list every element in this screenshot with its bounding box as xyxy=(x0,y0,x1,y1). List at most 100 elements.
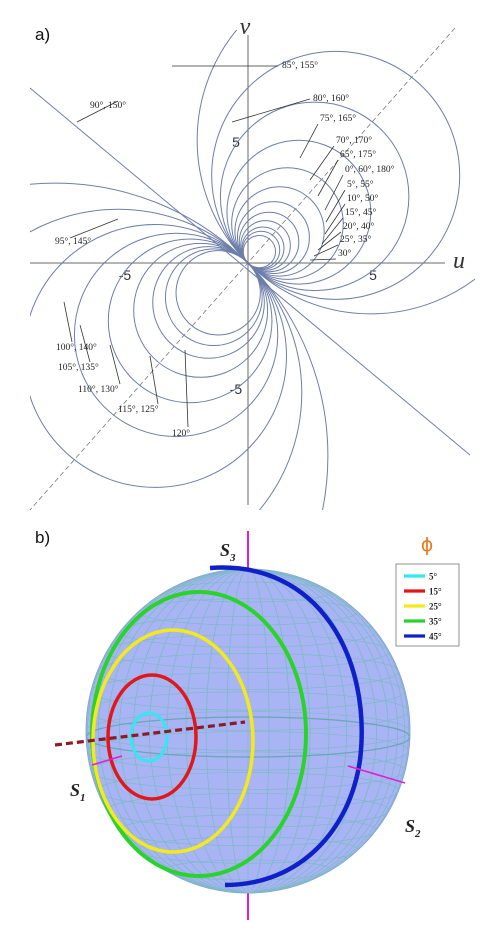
phi-legend-title: ϕ xyxy=(421,534,434,556)
circle-curve xyxy=(234,186,325,277)
circle-curve xyxy=(164,248,263,347)
longitude-line xyxy=(87,569,409,893)
s2-label: S2 xyxy=(405,816,421,840)
leader-line xyxy=(321,217,344,245)
circle-curve xyxy=(30,224,287,488)
leader-line xyxy=(149,355,159,405)
circle-curve xyxy=(196,30,475,315)
circle-curve xyxy=(30,208,303,510)
circle-curve xyxy=(211,50,461,300)
leader-line xyxy=(69,218,119,239)
leader-line xyxy=(79,324,91,363)
leader-line xyxy=(76,100,119,123)
circle-curve xyxy=(73,232,279,438)
angle-annotation: 120° xyxy=(172,428,190,439)
legend-label: 5° xyxy=(429,572,438,582)
leader-line xyxy=(324,174,344,211)
circle-curve xyxy=(242,234,277,269)
angle-annotation: 65°, 175° xyxy=(340,149,376,160)
annotation-leaders xyxy=(63,65,346,428)
longitude-line xyxy=(226,569,270,893)
tick-v-pos: 5 xyxy=(232,134,240,150)
circle-curve xyxy=(30,182,329,510)
angle-annotation: 85°, 155° xyxy=(282,60,318,71)
circle-curve xyxy=(240,220,291,271)
leader-line xyxy=(324,203,346,235)
s2-axis-segment xyxy=(347,765,406,784)
phi-45-circle xyxy=(209,565,364,888)
angle-annotation: 70°, 170° xyxy=(336,135,372,146)
straight-curve xyxy=(30,87,471,456)
angle-annotation: 95°, 145° xyxy=(55,236,91,247)
legend-label: 15° xyxy=(429,587,442,597)
diagonal-dash-line xyxy=(29,27,456,511)
s3-label: S3 xyxy=(220,540,236,564)
circle-curve xyxy=(133,242,269,378)
tick-u-neg: -5 xyxy=(119,267,132,283)
dashed-s1-axis xyxy=(54,720,246,747)
phi-5-circle xyxy=(129,711,169,763)
panel-a-label: a) xyxy=(35,25,50,44)
leader-line xyxy=(184,349,189,428)
longitude-line xyxy=(149,569,347,893)
leader-line xyxy=(325,189,346,223)
angle-annotation: 5°, 55° xyxy=(347,179,374,190)
angle-annotation: 100°, 140° xyxy=(56,342,97,353)
phi-45-circle-path xyxy=(209,565,364,888)
angle-annotation: 25°, 35° xyxy=(340,234,372,245)
phi-15-circle-path xyxy=(106,673,198,801)
longitude-line xyxy=(205,569,291,893)
circle-curve xyxy=(231,167,344,280)
angle-annotation: 0°, 60°, 180° xyxy=(345,164,395,175)
v-axis-label: v xyxy=(240,14,251,40)
leader-line xyxy=(309,258,337,261)
circle-curve xyxy=(175,250,261,336)
panel-b-label: b) xyxy=(35,528,50,547)
circle-curve xyxy=(226,139,372,285)
s1-axis-segment xyxy=(91,755,123,766)
angle-annotation: 90°, 150° xyxy=(90,100,126,111)
angle-annotation: 20°, 40° xyxy=(343,221,375,232)
circle-curve xyxy=(152,246,265,359)
family-of-circles xyxy=(30,30,475,510)
leader-line xyxy=(313,244,339,257)
legend-label: 25° xyxy=(429,602,442,612)
leader-line xyxy=(63,301,73,343)
legend-label: 45° xyxy=(429,632,442,642)
angle-annotation: 115°, 125° xyxy=(118,404,159,415)
circle-curve xyxy=(219,101,410,292)
angle-annotation: 10°, 50° xyxy=(347,193,379,204)
circle-curve xyxy=(241,226,285,270)
leader-line xyxy=(299,123,319,159)
tick-u-pos: 5 xyxy=(369,267,377,283)
circle-curve xyxy=(107,238,273,404)
angle-annotation: 110°, 130° xyxy=(78,384,119,395)
longitude-line xyxy=(185,569,311,893)
phi-circles xyxy=(90,565,364,888)
leader-line xyxy=(309,145,335,181)
angle-annotation: 15°, 45° xyxy=(345,207,377,218)
longitude-line xyxy=(119,569,377,893)
circle-curve xyxy=(236,201,310,275)
legend-label: 35° xyxy=(429,617,442,627)
longitude-line xyxy=(97,569,399,893)
annotations: 85°, 155° 80°, 160° 90°, 150° 75°, 165° 70°,… xyxy=(55,60,395,439)
poincare-sphere: S3 S1 S2 ϕ 5° 15° 25° 35° 45° xyxy=(54,531,460,920)
phi-15-circle xyxy=(106,673,198,801)
leader-line xyxy=(317,159,339,197)
phi-5-circle-path xyxy=(129,711,169,763)
leader-line xyxy=(317,231,342,251)
angle-annotation: 80°, 160° xyxy=(313,93,349,104)
circle-curve xyxy=(242,230,281,269)
angle-annotation: 75°, 165° xyxy=(320,113,356,124)
u-axis-label: u xyxy=(453,248,465,274)
leader-line xyxy=(231,98,311,123)
equator xyxy=(86,716,410,758)
leader-line xyxy=(109,344,121,385)
angle-annotation: 105°, 135° xyxy=(58,362,99,373)
legend: 5° 15° 25° 35° 45° xyxy=(404,572,442,642)
conformal-map-plot: v u -5 5 5 -5 85°, 155°80°, 160°90°, 150… xyxy=(29,14,475,511)
s1-label: S1 xyxy=(70,780,86,804)
circle-curve xyxy=(238,211,300,273)
